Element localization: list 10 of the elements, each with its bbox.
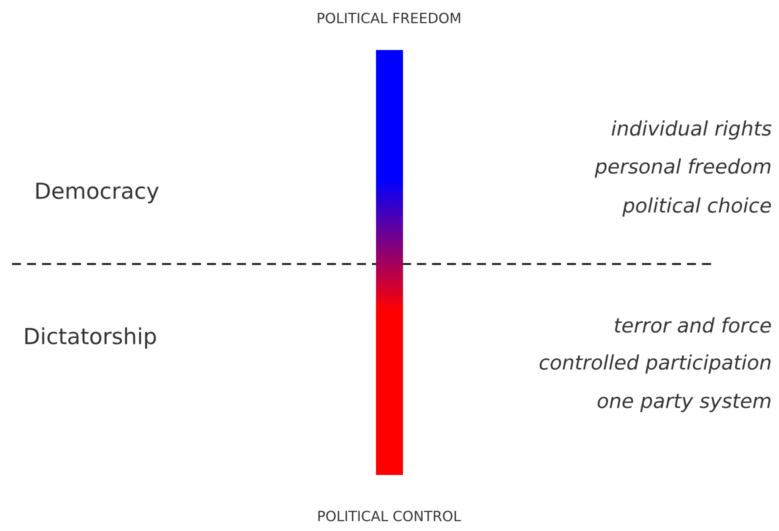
trait-text: one party system bbox=[598, 394, 770, 412]
category-label: Dictatorship bbox=[25, 327, 156, 349]
trait-text: political choice bbox=[622, 197, 771, 217]
axis-label: POLITICAL FREEDOM bbox=[318, 12, 460, 24]
trait-text: terror and force bbox=[614, 317, 771, 333]
trait-text: personal freedom bbox=[594, 158, 770, 178]
category-label: Democracy bbox=[36, 182, 159, 204]
axis-label: POLITICAL CONTROL bbox=[318, 510, 461, 522]
trait-text: controlled participation bbox=[540, 354, 770, 374]
trait-text: individual rights bbox=[612, 120, 772, 140]
